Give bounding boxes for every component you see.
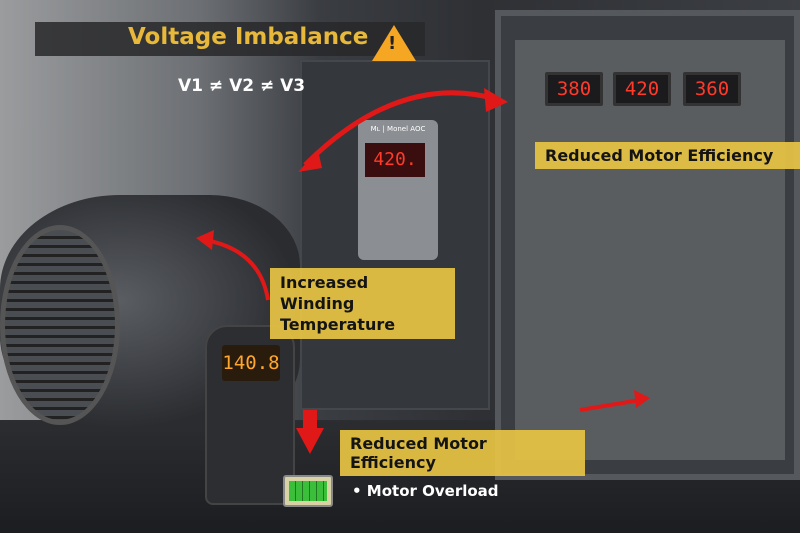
voltage-display-2: 420 [613,72,671,106]
label-reduced-efficiency-top: Reduced Motor Efficiency [535,142,800,169]
voltage-display-1: 380 [545,72,603,106]
warning-triangle-icon [372,25,416,61]
cabinet-interior [515,40,785,460]
arrowhead-right [484,88,508,112]
title: Voltage Imbalance [128,24,369,50]
down-arrow-shaft [303,410,317,430]
arrowhead-winding [196,230,214,250]
label-reduced-efficiency-bottom: Reduced Motor Efficiency [340,430,585,476]
arrowhead-left [298,150,322,172]
arrow-contactor [579,398,641,412]
thermometer-display: 140.8 [222,345,280,381]
drive-unit [300,60,490,410]
battery-fill [289,481,327,501]
curved-arrow-voltage [303,90,501,167]
motor-overload-text: • Motor Overload [352,482,499,500]
voltage-equation: V1 ≠ V2 ≠ V3 [178,76,306,96]
motor-fan-cover [0,225,120,425]
battery-icon [283,475,333,507]
label-winding-temperature: Increased Winding Temperature [270,268,455,339]
curved-arrow-winding [204,238,270,301]
exclamation-mark: ! [388,33,397,54]
voltage-display-3: 360 [683,72,741,106]
title-banner [35,22,425,56]
arrowhead-contactor [634,390,650,408]
down-arrow-icon [296,428,324,454]
drive-display: 420. [365,143,425,177]
drive-model-text: Mʟ | Monel AOC [370,125,426,133]
